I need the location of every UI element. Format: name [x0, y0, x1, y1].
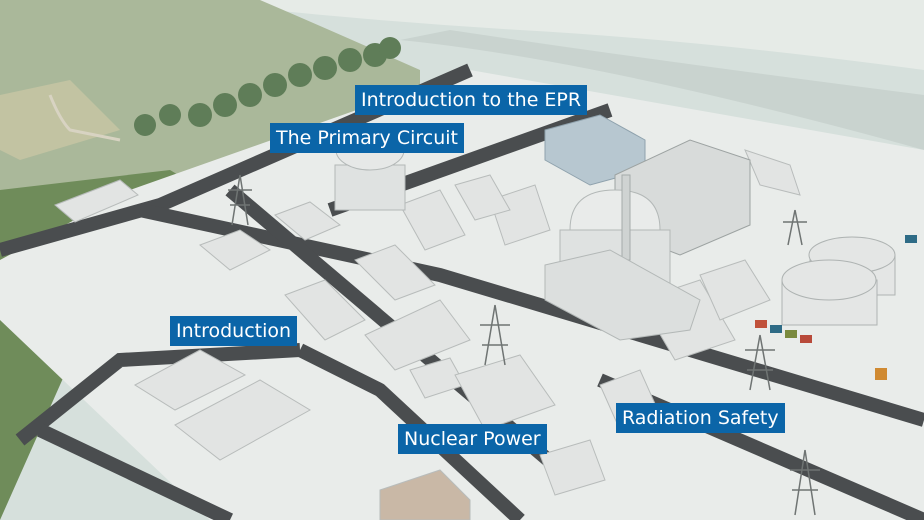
beach	[180, 0, 924, 70]
tree-line	[134, 37, 401, 136]
pylons	[228, 174, 820, 516]
path-track	[48, 94, 121, 142]
storage-tanks	[781, 236, 896, 326]
containers	[755, 235, 917, 380]
shore-texture	[400, 30, 924, 150]
field-patch	[0, 80, 120, 160]
hotspot-the-primary-circuit[interactable]: The Primary Circuit	[270, 123, 464, 153]
hotspot-radiation-safety[interactable]: Radiation Safety	[616, 403, 785, 433]
reactor-buildings	[334, 129, 701, 341]
hotspot-nuclear-power[interactable]: Nuclear Power	[398, 424, 547, 454]
hotspot-introduction[interactable]: Introduction	[170, 316, 298, 346]
hotspot-introduction-to-the-epr[interactable]: Introduction to the EPR	[355, 85, 588, 115]
